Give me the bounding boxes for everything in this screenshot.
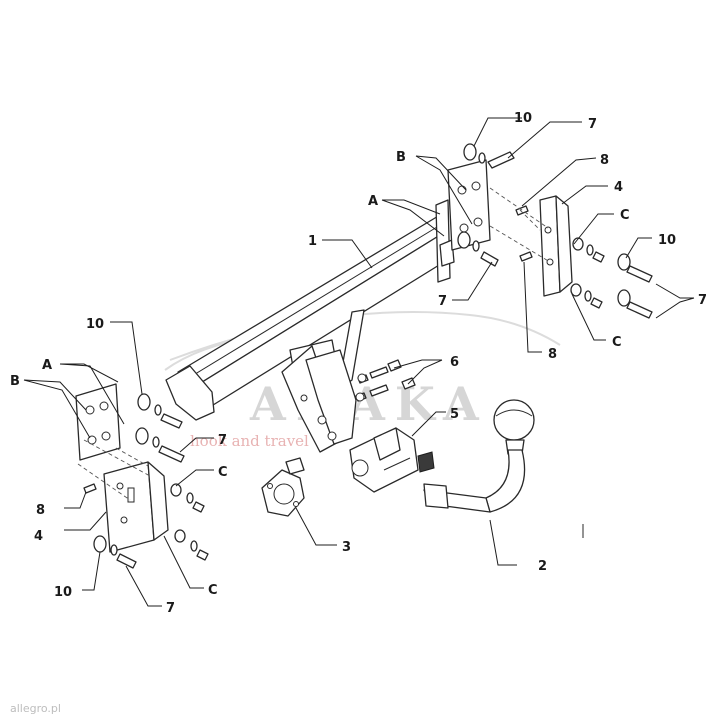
label-6: 6 <box>450 355 459 370</box>
label-8-left: 8 <box>36 503 45 518</box>
bolt-set-6 <box>355 359 416 402</box>
left-bracket <box>75 383 169 553</box>
ball-hook-2 <box>423 399 535 513</box>
socket-plate-3 <box>261 457 305 517</box>
label-2: 2 <box>538 559 547 574</box>
label-a-left: A <box>42 358 52 373</box>
cross-beam <box>165 199 455 421</box>
label-8-top: 8 <box>600 153 609 168</box>
label-7-mid: 7 <box>438 294 447 309</box>
label-a-top: A <box>368 194 378 209</box>
label-8-mid: 8 <box>548 347 557 362</box>
label-7-top: 7 <box>588 117 597 132</box>
label-c-left-top: C <box>218 465 228 480</box>
right-bracket <box>447 159 573 297</box>
label-7-right: 7 <box>698 293 707 308</box>
label-7-left-bottom: 7 <box>166 601 175 616</box>
label-4-left: 4 <box>34 529 43 544</box>
center-bracket <box>281 309 365 453</box>
watermark-subtitle: hook and travel <box>190 432 309 450</box>
electric-socket-5 <box>349 427 435 493</box>
left-fasteners <box>77 393 209 569</box>
label-10-left-bottom: 10 <box>54 585 72 600</box>
label-5: 5 <box>450 407 459 422</box>
label-7-left-mid: 7 <box>218 433 227 448</box>
label-4-right: 4 <box>614 180 623 195</box>
right-fasteners <box>457 143 653 319</box>
part-labels: 1 2 3 4 4 5 6 7 7 7 7 7 8 8 8 10 10 10 1… <box>10 111 707 616</box>
label-10-right: 10 <box>658 233 676 248</box>
label-10-top: 10 <box>514 111 532 126</box>
label-c-mid: C <box>612 335 622 350</box>
label-10-left-top: 10 <box>86 317 104 332</box>
label-1: 1 <box>308 234 317 249</box>
label-c-left-bottom: C <box>208 583 218 598</box>
label-c-top: C <box>620 208 630 223</box>
label-3: 3 <box>342 540 351 555</box>
label-b-left: B <box>10 374 20 389</box>
label-b-top: B <box>396 150 406 165</box>
watermark-brand: AHAKA <box>249 377 489 431</box>
seller-watermark: allegro.pl <box>10 702 61 715</box>
leader-lines <box>23 117 695 607</box>
